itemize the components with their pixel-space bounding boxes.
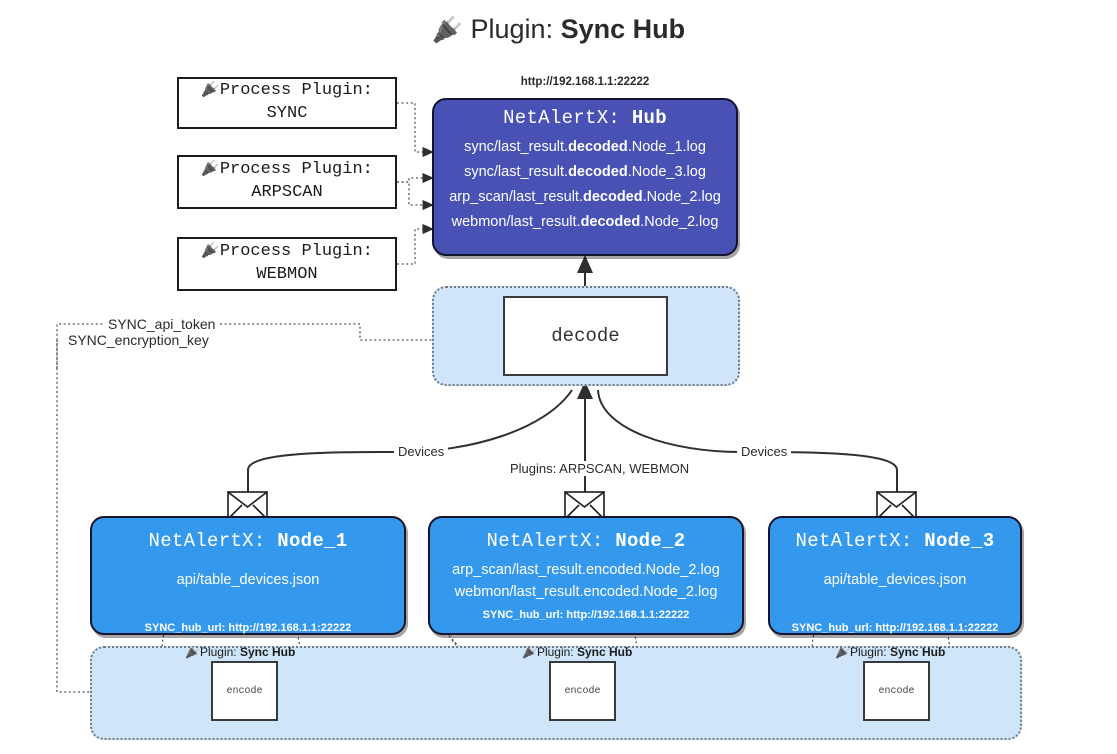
process-plugin-box-webmon[interactable]: 🔌Process Plugin: WEBMON (177, 237, 397, 291)
encoder-plugin-name: Sync Hub (890, 645, 946, 659)
page-title: 🔌 Plugin: Sync Hub (0, 14, 1117, 45)
node-box-node-1[interactable]: NetAlertX: Node_1 api/table_devices.json… (90, 516, 406, 635)
process-plugin-line2: ARPSCAN (251, 183, 323, 202)
hub-file-pre: sync/last_result. (464, 163, 569, 180)
process-plugin-line1: Process Plugin: (219, 81, 373, 101)
encoder-plugin-label: 🔌Plugin: Sync Hub (522, 645, 632, 659)
hub-box[interactable]: NetAlertX: Hub sync/last_result.decoded.… (432, 98, 738, 256)
node-file-row: arp_scan/last_result.encoded.Node_2.log (452, 562, 720, 578)
hub-file-mid: decoded (582, 188, 643, 205)
plug-icon: 🔌 (835, 645, 850, 659)
hub-file-row: webmon/last_result.decoded.Node_2.log (434, 210, 736, 235)
hub-file-pre: webmon/last_result. (451, 213, 581, 230)
envelope-icon (876, 491, 917, 520)
process-plugin-line1: Process Plugin: (219, 160, 373, 180)
hub-file-post: .Node_3.log (627, 163, 706, 180)
node-title-prefix: NetAlertX: (795, 530, 913, 552)
node-file-row: webmon/last_result.encoded.Node_2.log (454, 584, 718, 600)
process-plugin-line2: WEBMON (256, 265, 318, 284)
process-plugin-box-sync[interactable]: 🔌Process Plugin: SYNC (177, 77, 397, 129)
node-hub-url: SYNC_hub_url: http://192.168.1.1:22222 (791, 622, 999, 634)
hub-title: NetAlertX: Hub (434, 107, 736, 129)
node-title-name: Node_1 (277, 530, 348, 552)
hub-file-pre: sync/last_result. (464, 139, 569, 155)
hub-title-name: Hub (631, 107, 667, 129)
page-title-prefix: Plugin: (470, 14, 554, 44)
encoder-plugin-prefix: Plugin: (199, 645, 237, 659)
node-title-name: Node_2 (615, 530, 686, 552)
node-hub-url: SYNC_hub_url: http://192.168.1.1:22222 (144, 622, 352, 634)
secret-label-api-token: SYNC_api_token (103, 316, 221, 332)
edge-label-devices-right: Devices (737, 444, 792, 459)
plug-icon: 🔌 (431, 16, 463, 44)
hub-file-mid: decoded (580, 213, 641, 230)
node-box-node-3[interactable]: NetAlertX: Node_3 api/table_devices.json… (768, 516, 1022, 635)
hub-file-row: arp_scan/last_result.decoded.Node_2.log (434, 185, 736, 210)
hub-file-mid: decoded (568, 163, 628, 180)
plug-icon: 🔌 (185, 645, 200, 659)
encoder-plugin-prefix: Plugin: (536, 645, 574, 659)
decode-box[interactable]: decode (503, 296, 668, 376)
node-file-row: api/table_devices.json (823, 572, 967, 588)
encoder-plugin-name: Sync Hub (577, 645, 633, 659)
encode-box-node-1[interactable]: encode (211, 661, 278, 721)
hub-file-post: .Node_1.log (627, 139, 706, 155)
encoder-plugin-label: 🔌Plugin: Sync Hub (185, 645, 295, 659)
plug-icon: 🔌 (201, 243, 220, 261)
plug-icon: 🔌 (522, 645, 537, 659)
edge-label-devices-left: Devices (394, 444, 449, 459)
encoder-plugin-label: 🔌Plugin: Sync Hub (835, 645, 945, 659)
page-title-name: Sync Hub (560, 14, 686, 44)
encode-box-node-2[interactable]: encode (549, 661, 616, 721)
edge-label-plugins-center: Plugins: ARPSCAN, WEBMON (506, 461, 694, 476)
process-plugin-box-arpscan[interactable]: 🔌Process Plugin: ARPSCAN (177, 155, 397, 209)
node-title: NetAlertX: Node_2 (430, 530, 742, 552)
node-title-prefix: NetAlertX: (486, 530, 604, 552)
hub-file-post: .Node_2.log (640, 213, 719, 230)
encode-box-node-3[interactable]: encode (863, 661, 930, 721)
encoder-plugin-name: Sync Hub (240, 645, 296, 659)
plug-icon: 🔌 (201, 161, 220, 179)
hub-url-label: http://192.168.1.1:22222 (520, 76, 650, 88)
node-title-prefix: NetAlertX: (148, 530, 266, 552)
node-title: NetAlertX: Node_3 (770, 530, 1020, 552)
hub-file-pre: arp_scan/last_result. (449, 188, 583, 205)
node-title: NetAlertX: Node_1 (92, 530, 404, 552)
plug-icon: 🔌 (201, 82, 220, 100)
node-title-name: Node_3 (924, 530, 995, 552)
node-hub-url: SYNC_hub_url: http://192.168.1.1:22222 (482, 609, 690, 621)
hub-title-prefix: NetAlertX: (503, 107, 621, 129)
node-box-node-2[interactable]: NetAlertX: Node_2 arp_scan/last_result.e… (428, 516, 744, 635)
node-file-row: api/table_devices.json (176, 572, 320, 588)
hub-file-post: .Node_2.log (642, 188, 721, 205)
hub-file-row: sync/last_result.decoded.Node_1.log (434, 135, 736, 160)
hub-file-mid: decoded (568, 139, 628, 155)
process-plugin-line1: Process Plugin: (219, 242, 373, 262)
hub-file-row: sync/last_result.decoded.Node_3.log (434, 160, 736, 185)
process-plugin-line2: SYNC (266, 104, 308, 123)
encoder-plugin-prefix: Plugin: (849, 645, 887, 659)
secret-label-encryption-key: SYNC_encryption_key (63, 332, 214, 348)
